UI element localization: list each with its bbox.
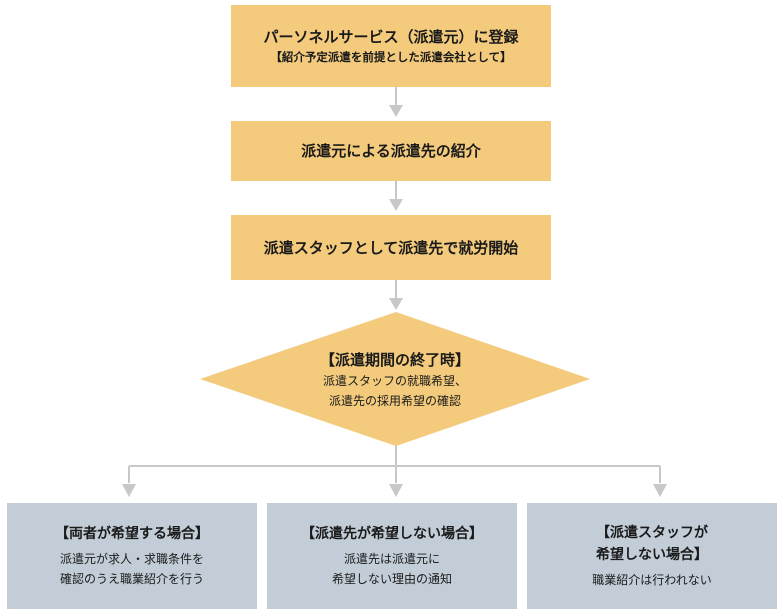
step-introduction: 派遣元による派遣先の紹介 xyxy=(231,121,551,181)
step-start-work: 派遣スタッフとして派遣先で就労開始 xyxy=(231,215,551,280)
outcome-staff-declines-heading-2: 希望しない場合】 xyxy=(596,547,708,563)
outcome-both-wish: 【両者が希望する場合】 派遣元が求人・求職条件を 確認のうえ職業紹介を行う xyxy=(7,503,257,609)
decision-line-1: 派遣スタッフの就職希望、 xyxy=(322,374,467,388)
arrow-head-left xyxy=(122,484,136,497)
outcome-staff-declines: 【派遣スタッフが 希望しない場合】 職業紹介は行われない xyxy=(527,503,777,609)
arrow-head-right xyxy=(653,484,667,497)
step-register: パーソネルサービス（派遣元）に登録 【紹介予定派遣を前提とした派遣会社として】 xyxy=(231,5,551,87)
outcome-client-declines-line-1: 派遣先は派遣元に xyxy=(343,552,440,566)
step-start-work-title: 派遣スタッフとして派遣先で就労開始 xyxy=(263,238,519,257)
arrow-head-2 xyxy=(389,199,403,211)
arrow-head-1 xyxy=(389,105,403,117)
outcome-staff-declines-line-1: 職業紹介は行われない xyxy=(592,573,712,587)
decision-line-2: 派遣先の採用希望の確認 xyxy=(328,394,461,408)
arrow-head-3 xyxy=(389,298,403,310)
outcome-client-declines: 【派遣先が希望しない場合】 派遣先は派遣元に 希望しない理由の通知 xyxy=(267,503,517,609)
decision-diamond xyxy=(200,312,590,446)
outcome-both-wish-line-2: 確認のうえ職業紹介を行う xyxy=(59,572,204,586)
step-register-title: パーソネルサービス（派遣元）に登録 xyxy=(263,28,519,46)
decision-text: 【派遣期間の終了時】 派遣スタッフの就職希望、 派遣先の採用希望の確認 xyxy=(270,340,520,420)
step-introduction-title: 派遣元による派遣先の紹介 xyxy=(301,142,481,160)
outcome-client-declines-line-2: 希望しない理由の通知 xyxy=(331,572,452,586)
outcome-both-wish-line-1: 派遣元が求人・求職条件を xyxy=(59,552,204,566)
arrow-head-center xyxy=(389,484,403,497)
decision-title: 【派遣期間の終了時】 xyxy=(319,351,470,369)
outcome-client-declines-heading: 【派遣先が希望しない場合】 xyxy=(301,526,483,542)
outcome-both-wish-heading: 【両者が希望する場合】 xyxy=(55,526,209,542)
outcome-staff-declines-heading-1: 【派遣スタッフが xyxy=(596,525,708,541)
step-register-subtitle: 【紹介予定派遣を前提とした派遣会社として】 xyxy=(270,50,512,64)
